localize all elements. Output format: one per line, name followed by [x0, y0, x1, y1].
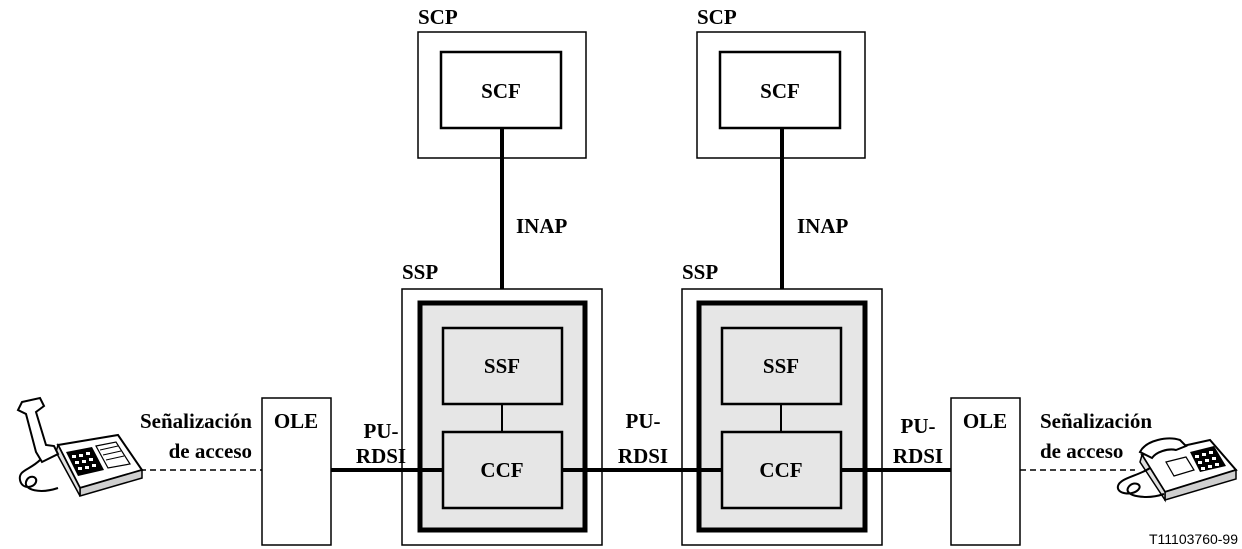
ssf-right-label: SSF [763, 354, 799, 378]
ole-right-label: OLE [963, 409, 1007, 433]
inap-left-label: INAP [516, 214, 568, 238]
scp-right-label: SCP [697, 5, 737, 29]
ssp-left-label: SSP [402, 260, 438, 284]
scf-left-label: SCF [481, 79, 521, 103]
pu-right-label: PU- [901, 414, 936, 438]
inap-right-label: INAP [797, 214, 849, 238]
figure-reference: T11103760-99 [1149, 531, 1238, 547]
access-left-line2: de acceso [169, 439, 252, 463]
telephone-left-icon [18, 398, 142, 496]
access-left-line1: Señalización [140, 409, 252, 433]
telephone-right-icon [1118, 439, 1236, 501]
ssp-right-label: SSP [682, 260, 718, 284]
ssf-left-label: SSF [484, 354, 520, 378]
ccf-left-label: CCF [480, 458, 523, 482]
rdsi-middle-label: RDSI [618, 444, 668, 468]
scp-left-label: SCP [418, 5, 458, 29]
ole-left-label: OLE [274, 409, 318, 433]
access-right-line2: de acceso [1040, 439, 1123, 463]
access-right-line1: Señalización [1040, 409, 1152, 433]
rdsi-right-label: RDSI [893, 444, 943, 468]
rdsi-left-label: RDSI [356, 444, 406, 468]
pu-left-label: PU- [364, 419, 399, 443]
ccf-right-label: CCF [759, 458, 802, 482]
scf-right-label: SCF [760, 79, 800, 103]
pu-middle-label: PU- [626, 409, 661, 433]
